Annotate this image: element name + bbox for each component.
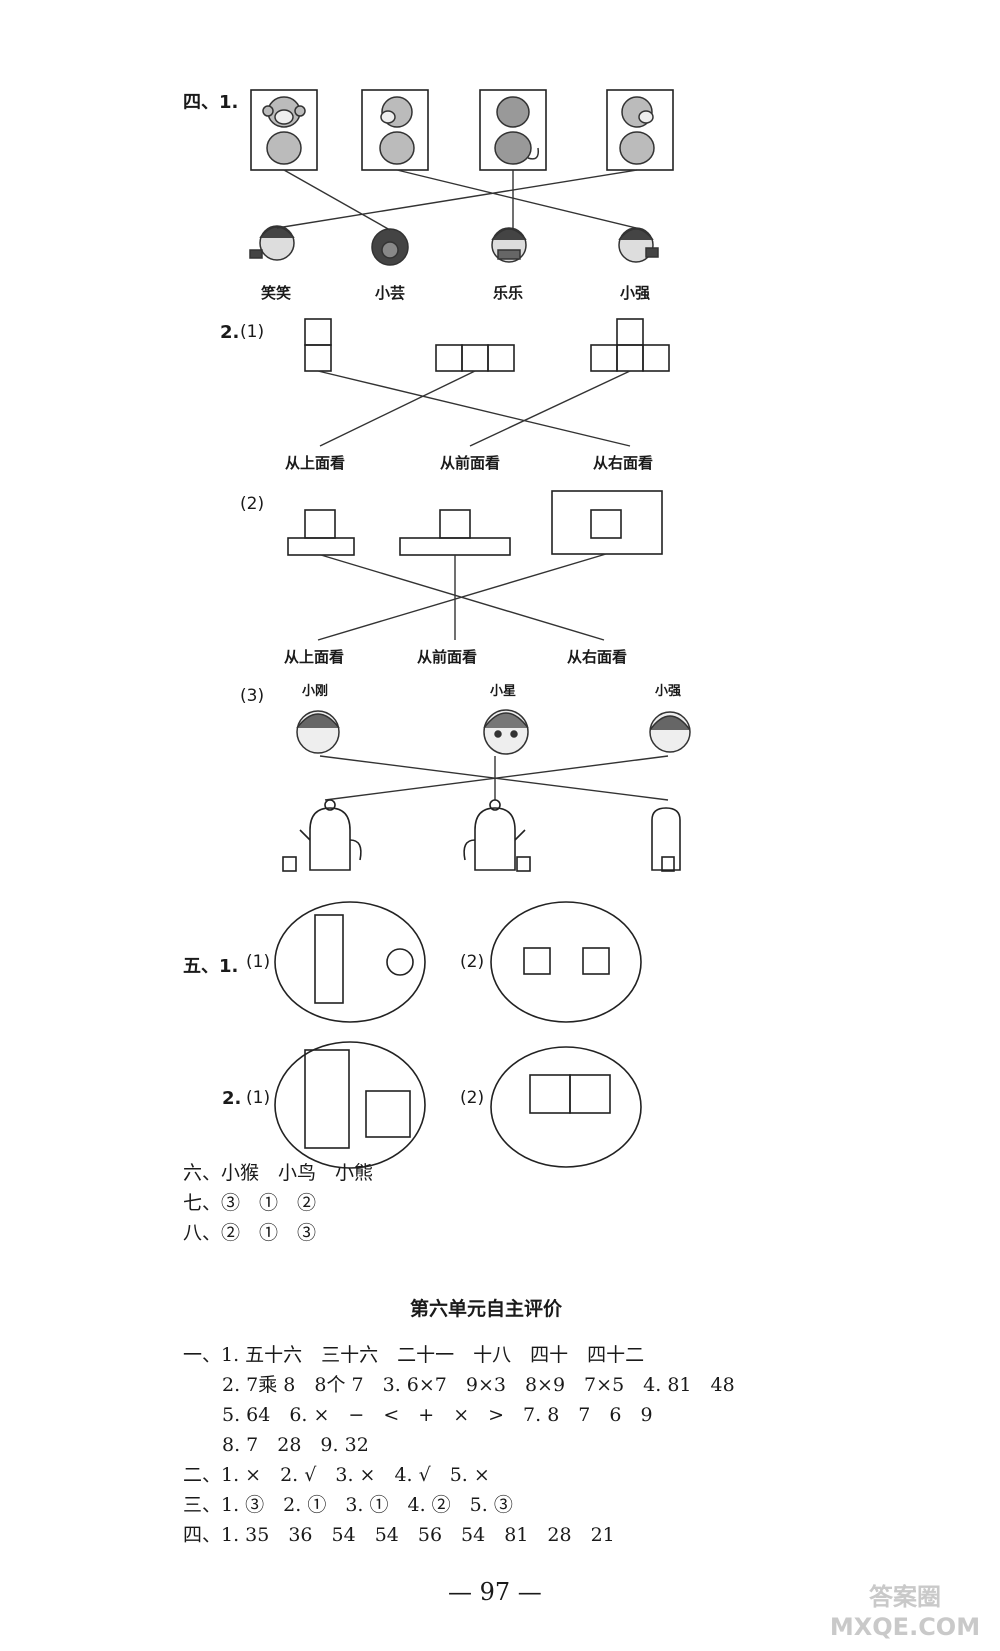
unit6-line-4: 8. 7 28 9. 32: [222, 1434, 369, 1456]
kid-xiaoxing-label: 小星: [490, 684, 517, 699]
monkey-box-2: [361, 89, 429, 171]
kid-xiaogang-label: 小刚: [302, 684, 329, 699]
kettle-1-icon: [282, 799, 362, 872]
section-5-label: 五、1.: [183, 956, 239, 977]
s5-q2-label: 2.: [222, 1088, 242, 1109]
view-1c: 从右面看: [593, 454, 654, 472]
kettle-3-icon: [651, 807, 681, 872]
section-4-label: 四、1.: [183, 92, 239, 113]
view-2a: 从上面看: [284, 648, 345, 666]
view-1b: 从前面看: [440, 454, 501, 472]
kid-name-2: 小芸: [375, 284, 406, 302]
s5-q1-part2: (2): [460, 952, 485, 972]
unit6-line-1: 一、1. 五十六 三十六 二十一 十八 四十 四十二: [183, 1344, 645, 1366]
answer-line-6: 六、小猴 小鸟 小熊: [183, 1162, 374, 1184]
monkey-side-left-icon: [619, 96, 655, 165]
kid-xiaoxiao-icon: [249, 225, 295, 261]
monkey-back-icon: [494, 96, 540, 165]
kid-xiaoqiang2-icon: [649, 711, 691, 753]
kid-xiaoxing-icon: [483, 709, 529, 755]
unit6-line-6: 三、1. ③ 2. ① 3. ① 4. ② 5. ③: [183, 1494, 513, 1516]
q2-label: 2.: [220, 322, 240, 343]
kid-lele-icon: [491, 227, 527, 263]
monkey-box-4: [606, 89, 674, 171]
s5-q2-part2: (2): [460, 1088, 485, 1108]
view-2b: 从前面看: [417, 648, 478, 666]
q2-part2-label: (2): [240, 494, 265, 514]
kid-xiaoyun-icon: [371, 228, 409, 266]
unit6-line-5: 二、1. × 2. √ 3. × 4. √ 5. ×: [183, 1464, 490, 1486]
kid-name-4: 小强: [620, 284, 651, 302]
kid-name-3: 乐乐: [493, 284, 524, 302]
s5-q1-part1: (1): [246, 952, 271, 972]
q2-part3-label: (3): [240, 686, 265, 706]
q2-part1-label: (1): [240, 322, 265, 342]
page-number: — 97 —: [448, 1578, 542, 1606]
view-2c: 从右面看: [567, 648, 628, 666]
kid-name-1: 笑笑: [261, 284, 292, 302]
kid-xiaoqiang-label: 小强: [655, 684, 682, 699]
unit-6-title: 第六单元自主评价: [410, 1298, 563, 1320]
monkey-front-icon: [262, 96, 306, 165]
unit6-line-2: 2. 7乘 8 8个 7 3. 6×7 9×3 8×9 7×5 4. 81 48: [222, 1374, 735, 1396]
kid-xiaoqiang-icon: [618, 227, 659, 263]
answer-line-8: 八、② ① ③: [183, 1222, 317, 1244]
watermark-logo: 答案圈 MXQE.COM: [829, 1583, 981, 1641]
view-1a: 从上面看: [285, 454, 346, 472]
kid-xiaogang-icon: [296, 710, 340, 754]
answer-line-7: 七、③ ① ②: [183, 1192, 317, 1214]
s5-q2-part1: (1): [246, 1088, 271, 1108]
unit6-line-3: 5. 64 6. × − < + × > 7. 8 7 6 9: [222, 1404, 653, 1426]
monkey-side-icon: [379, 96, 415, 165]
unit6-line-7: 四、1. 35 36 54 54 56 54 81 28 21: [183, 1524, 615, 1546]
kettle-2-icon: [463, 799, 531, 872]
